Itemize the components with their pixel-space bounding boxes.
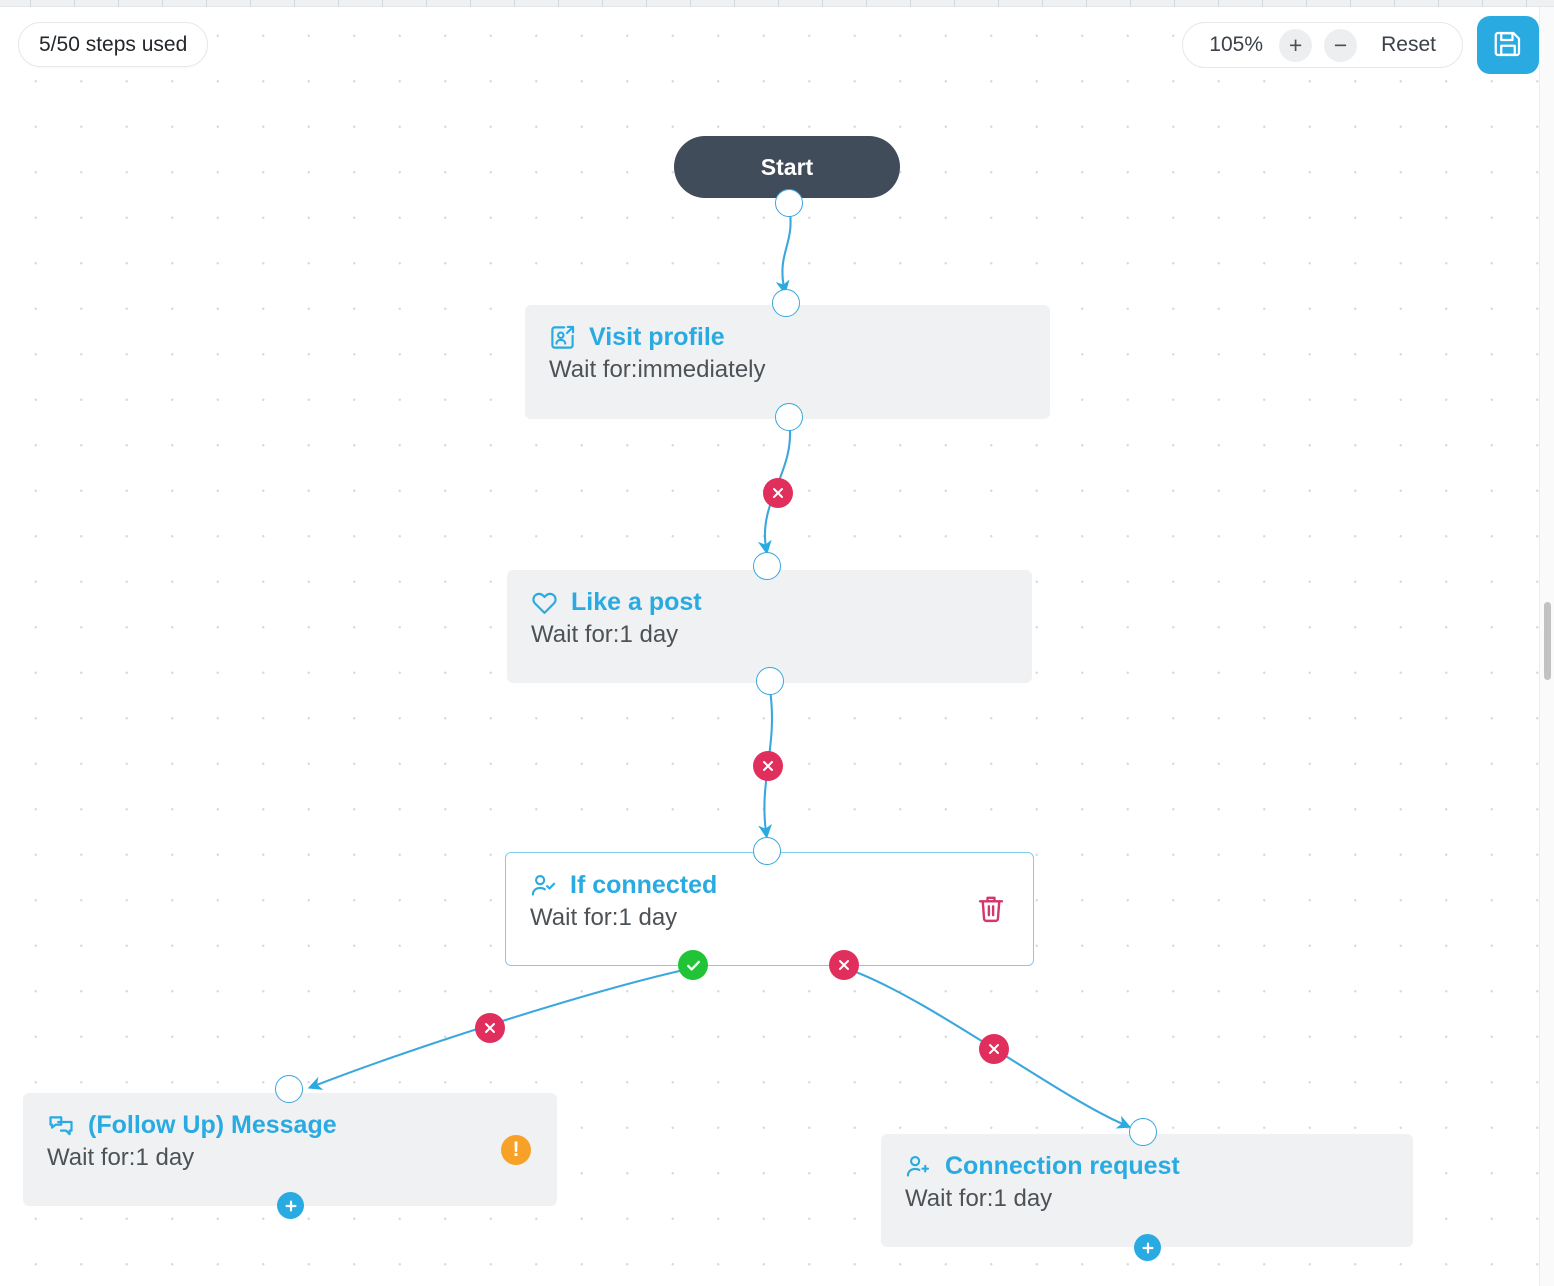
delete-edge-no-to-connreq[interactable] (979, 1034, 1009, 1064)
add-step-after-connreq[interactable] (1134, 1234, 1161, 1261)
delete-edge-yes-to-followup[interactable] (475, 1013, 505, 1043)
handle-like-target[interactable] (753, 552, 781, 580)
handle-visit-source[interactable] (775, 403, 803, 431)
save-floppy-icon (1493, 29, 1523, 62)
handle-visit-target[interactable] (772, 289, 800, 317)
heart-icon (531, 589, 558, 616)
delete-edge-like-to-ifconnected[interactable] (753, 751, 783, 781)
node-like-a-post[interactable]: Like a post Wait for:1 day (507, 570, 1032, 683)
user-check-icon (530, 872, 557, 899)
user-plus-icon (905, 1153, 932, 1180)
scrollbar-thumb[interactable] (1544, 602, 1551, 680)
branch-no-badge[interactable] (829, 950, 859, 980)
steps-used-badge: 5/50 steps used (18, 22, 209, 67)
node-subtitle: Wait for:1 day (905, 1185, 1053, 1212)
handle-connreq-target[interactable] (1129, 1118, 1157, 1146)
node-title: Like a post (571, 588, 702, 616)
delete-edge-visit-to-like[interactable] (763, 478, 793, 508)
handle-start-source[interactable] (775, 189, 803, 217)
handle-like-source[interactable] (756, 667, 784, 695)
save-button[interactable] (1477, 16, 1539, 74)
node-subtitle: Wait for:1 day (47, 1144, 195, 1171)
node-title: Connection request (945, 1152, 1180, 1180)
node-subtitle: Wait for:1 day (531, 621, 679, 648)
node-follow-up-message[interactable]: (Follow Up) Message Wait for:1 day ! (23, 1093, 557, 1206)
node-subtitle: Wait for:1 day (530, 904, 678, 931)
reset-zoom-button[interactable]: Reset (1369, 33, 1440, 57)
steps-used-label: 5/50 steps used (39, 32, 188, 56)
zoom-toolbar: 105% + − Reset (1182, 22, 1463, 68)
node-title: If connected (570, 871, 718, 899)
visit-profile-icon (549, 324, 576, 351)
node-title: Visit profile (589, 323, 725, 351)
zoom-in-button[interactable]: + (1279, 28, 1313, 62)
node-title: (Follow Up) Message (88, 1111, 337, 1139)
node-visit-profile[interactable]: Visit profile Wait for:immediately (525, 305, 1050, 419)
zoom-out-button[interactable]: − (1324, 28, 1358, 62)
node-connection-request[interactable]: Connection request Wait for:1 day (881, 1134, 1413, 1247)
add-step-after-followup[interactable] (277, 1192, 304, 1219)
handle-followup-target[interactable] (275, 1075, 303, 1103)
edge-start-to-visit (775, 204, 792, 295)
zoom-level-value: 105% (1209, 33, 1263, 56)
branch-yes-badge[interactable] (678, 950, 708, 980)
node-subtitle: Wait for:immediately (549, 356, 766, 383)
delete-node-button[interactable] (975, 893, 1007, 925)
chat-bubbles-icon (47, 1112, 75, 1140)
node-start[interactable]: Start (674, 136, 900, 198)
top-ruler-strip (0, 0, 1554, 7)
warning-badge: ! (501, 1134, 531, 1165)
vertical-scrollbar[interactable] (1539, 7, 1554, 1286)
node-if-connected[interactable]: If connected Wait for:1 day (505, 852, 1034, 966)
handle-ifconnected-target[interactable] (753, 837, 781, 865)
start-node-label: Start (760, 153, 814, 180)
